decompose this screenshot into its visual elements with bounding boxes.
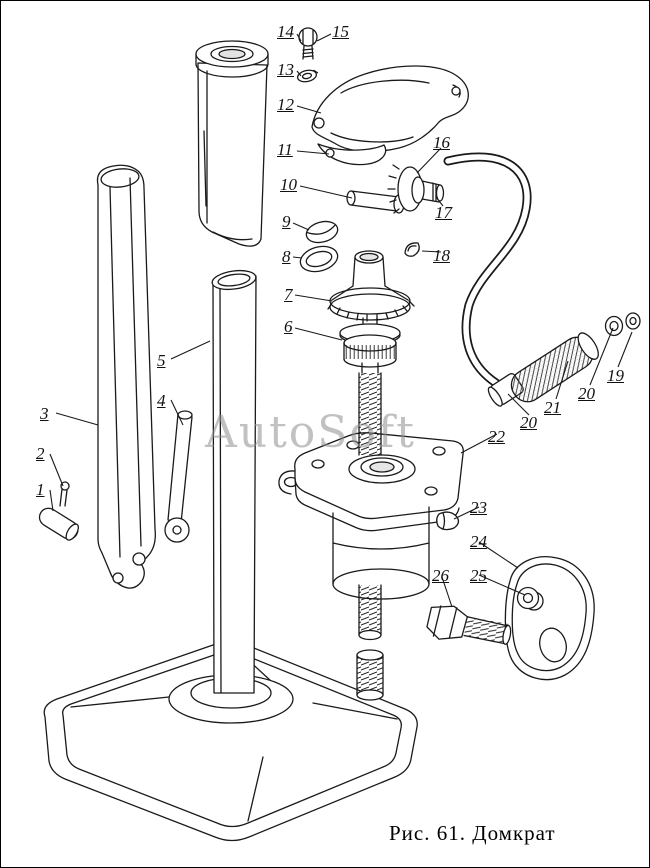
spring-washer	[296, 69, 319, 83]
grip-handle	[510, 332, 599, 403]
cup-washer	[299, 245, 339, 273]
dome-cap	[305, 220, 339, 244]
end-ring	[625, 312, 641, 330]
clevis-pin	[38, 507, 80, 541]
bracket-plate	[504, 556, 595, 681]
link-bar	[164, 410, 193, 543]
grip-ring	[604, 315, 624, 337]
lifting-screw	[327, 250, 415, 701]
drive-shaft	[346, 190, 405, 214]
watermark: AutoSoft	[205, 407, 416, 458]
figure-caption: Рис. 61. Домкрат	[389, 821, 556, 845]
mount-bolt	[426, 605, 512, 645]
cover-bolt	[298, 27, 318, 60]
cover-lower-half	[317, 143, 387, 166]
key-wedge	[404, 242, 420, 257]
crank-handle	[443, 152, 641, 407]
cotter-pin	[59, 481, 70, 507]
bevel-pinion	[387, 164, 445, 214]
lever-arm	[96, 164, 156, 589]
grease-plug	[436, 511, 460, 531]
inner-column	[211, 269, 257, 694]
flat-washer	[516, 586, 540, 610]
base-plate	[43, 641, 418, 842]
outer-tube	[195, 40, 269, 247]
housing-cover	[311, 65, 469, 153]
